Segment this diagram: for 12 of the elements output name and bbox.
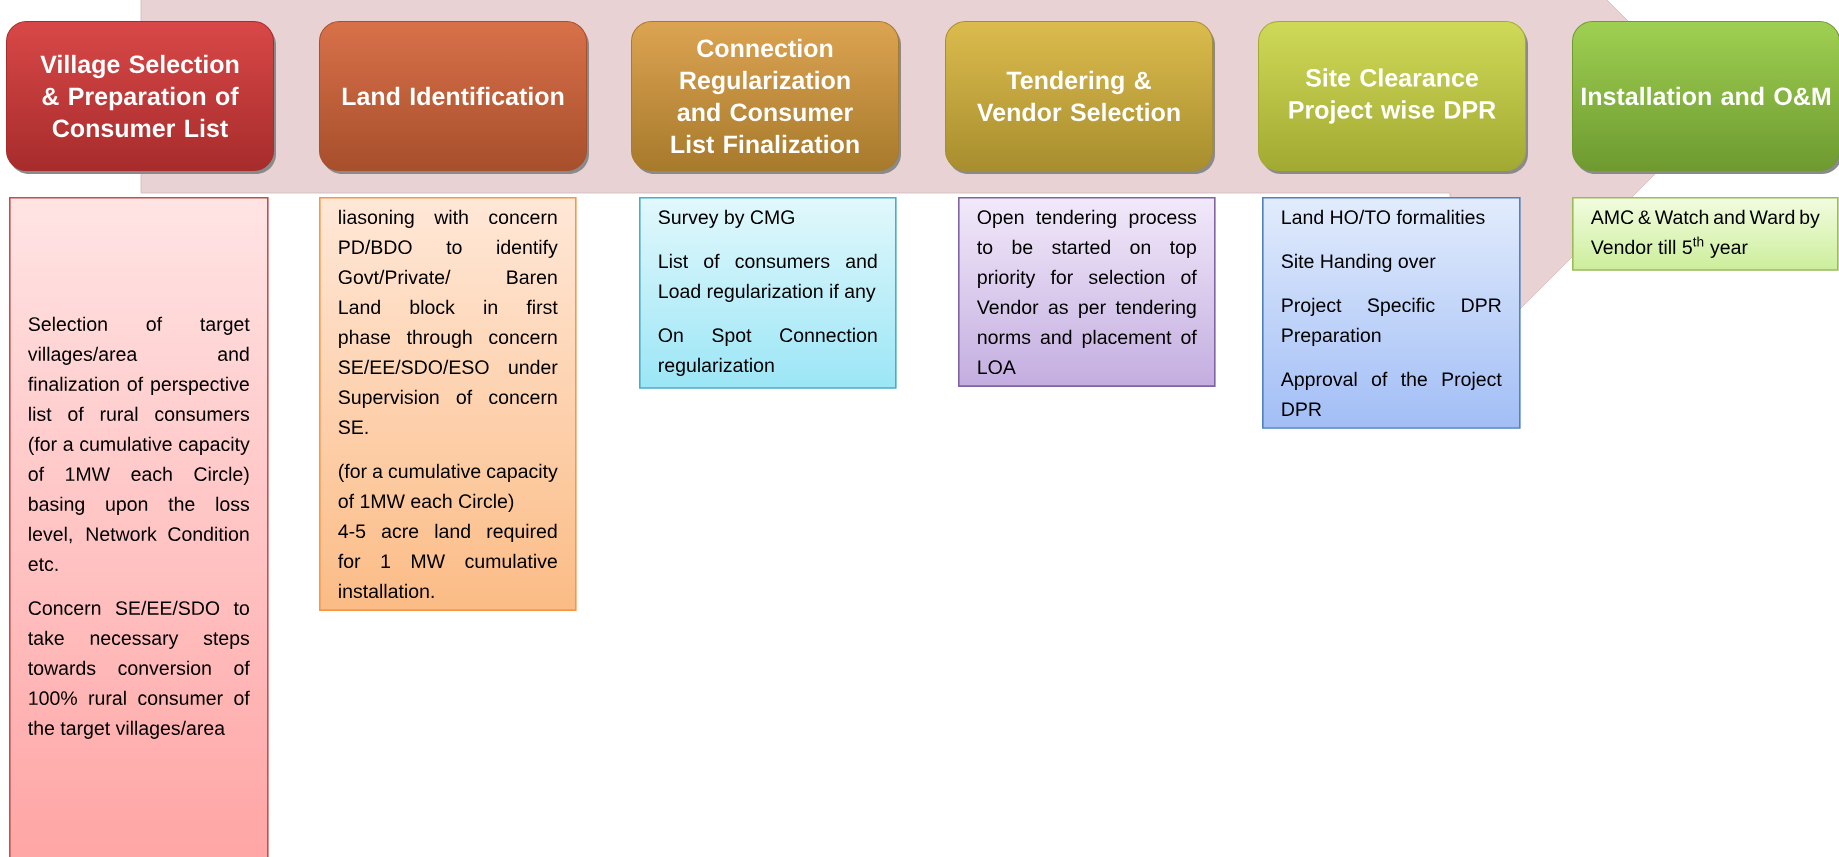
description-box: AMC & Watch and Ward by Vendor till 5$^{th}$ year xyxy=(1572,197,1839,271)
step-box: Village Selection & Preparation of Consumer List xyxy=(6,21,276,174)
description-box: liasoning with concern PD/BDO to identify Govt/Private/ Baren Land block in first phase through concern SE/EE/SDO/ESO under Supervision of concern SE. (for a cumulative capacity of 1MW each Circle) 4-5 acre land required for 1 MW cumulative installation. xyxy=(319,197,577,611)
step-box: Site Clearance Project wise DPR xyxy=(1258,21,1528,174)
description-box: Land HO/TO formalities Site Handing over Project Specific DPR Preparation Approval of the Project DPR xyxy=(1262,197,1521,429)
step-box: Connection Regularization and Consumer List Finalization xyxy=(631,21,901,174)
step-box: Tendering & Vendor Selection xyxy=(945,21,1215,174)
step-box: Installation and O&M xyxy=(1572,21,1839,174)
description-box: Survey by CMG List of consumers and Load regularization if any On Spot Connection regularization xyxy=(639,197,897,389)
description-box: Selection of target villages/area and finalization of perspective list of rural consumers (for a cumulative capacity of 1MW each Circle) basing upon the loss level, Network Condition etc. Concern SE/EE/SDO to take necessary steps towards conversion of 100% rural consumer of the target villages/area xyxy=(9,197,269,857)
description-box: Open tendering process to be started on top priority for selection of Vendor as per tendering norms and placement of LOA xyxy=(958,197,1216,387)
step-box: Land Identification xyxy=(319,21,589,174)
